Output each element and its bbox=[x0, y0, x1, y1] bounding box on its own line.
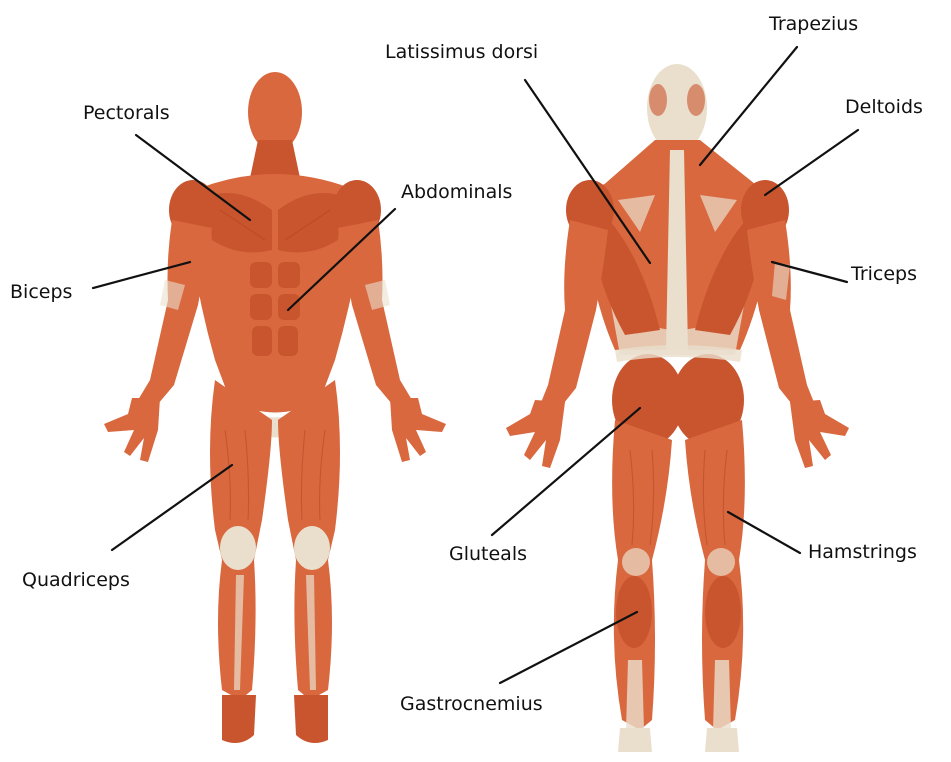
label-trapezius: Trapezius bbox=[768, 13, 858, 35]
leader-lines bbox=[93, 47, 858, 683]
label-latissimus-dorsi: Latissimus dorsi bbox=[385, 41, 538, 63]
label-triceps: Triceps bbox=[850, 263, 917, 285]
label-abdominals: Abdominals bbox=[401, 181, 512, 203]
label-deltoids: Deltoids bbox=[845, 96, 923, 118]
back-figure bbox=[506, 64, 849, 752]
label-gluteals: Gluteals bbox=[449, 543, 527, 565]
label-hamstrings: Hamstrings bbox=[808, 541, 917, 563]
label-biceps: Biceps bbox=[10, 281, 72, 303]
label-gastrocnemius: Gastrocnemius bbox=[400, 693, 543, 715]
label-pectorals: Pectorals bbox=[83, 102, 170, 124]
leader-trapezius bbox=[700, 47, 797, 165]
front-figure bbox=[104, 72, 446, 743]
label-quadriceps: Quadriceps bbox=[22, 569, 130, 591]
leader-deltoids bbox=[765, 130, 858, 195]
